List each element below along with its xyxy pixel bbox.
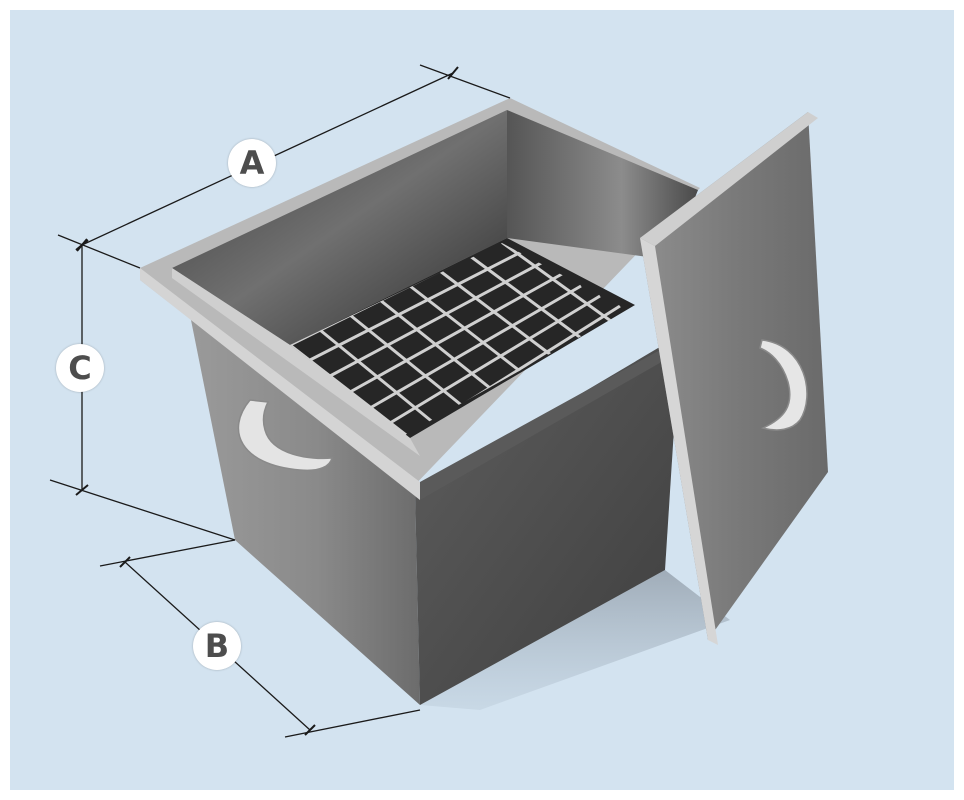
dimension-c-ext-bottom: [49, 479, 236, 541]
dimension-b-ext-top: [99, 539, 236, 567]
box-interior-back-wall: [507, 110, 698, 260]
box-interior-floor: [290, 238, 635, 438]
dimension-b-ext-bottom: [284, 709, 421, 738]
lid-handle-icon: [759, 339, 808, 431]
dimension-label-b: B: [193, 622, 241, 670]
box-illustration: [49, 64, 828, 738]
box-interior-left-wall: [172, 110, 507, 345]
lid-edge: [640, 112, 818, 246]
lid-side-edge: [640, 238, 718, 645]
ground-shadow: [420, 570, 730, 710]
dimension-label-c: C: [56, 344, 104, 392]
box-rim-front: [140, 268, 420, 500]
box-right-face: [415, 335, 680, 705]
dimension-a-ext-right: [419, 64, 511, 99]
box-interior-inner-rim: [172, 268, 420, 456]
box-rim-right: [420, 328, 700, 500]
dimension-label-a: A: [228, 139, 276, 187]
handle-icon: [237, 399, 333, 472]
diagram-canvas: A C B: [10, 10, 954, 790]
dimension-a-ext-left: [57, 234, 141, 269]
